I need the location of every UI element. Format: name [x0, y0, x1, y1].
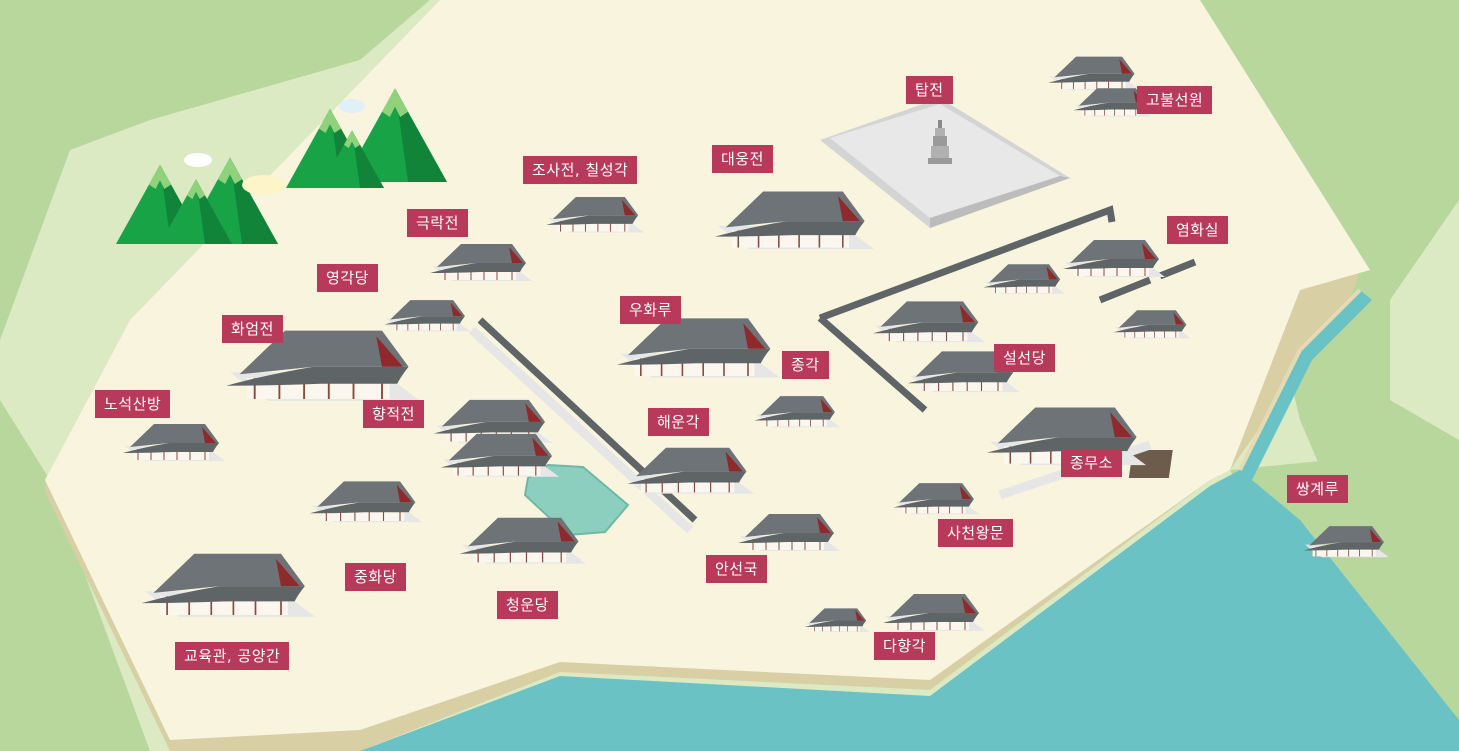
label-seolseon[interactable]: 설선당	[994, 344, 1055, 372]
label-yeonggak[interactable]: 영각당	[317, 264, 378, 292]
label-gobul[interactable]: 고불선원	[1137, 86, 1213, 114]
label-hyangjeok[interactable]: 향적전	[363, 400, 424, 428]
label-josa[interactable]: 조사전, 칠성각	[523, 156, 638, 184]
label-cheongun[interactable]: 청운당	[497, 591, 558, 619]
label-noseok[interactable]: 노석산방	[95, 390, 171, 418]
label-jonggak[interactable]: 종각	[782, 351, 829, 379]
lotus-pond	[523, 463, 630, 537]
label-geukrak[interactable]: 극락전	[407, 209, 468, 237]
pagoda-icon	[928, 120, 952, 164]
label-gyoyuk[interactable]: 교육관, 공양간	[175, 642, 290, 670]
label-haeun[interactable]: 해운각	[648, 408, 709, 436]
label-hwaeom[interactable]: 화엄전	[222, 315, 283, 343]
label-tapjeon[interactable]: 탑전	[906, 76, 953, 104]
label-daeung[interactable]: 대웅전	[712, 145, 773, 173]
label-jongmu[interactable]: 종무소	[1061, 449, 1122, 477]
label-sacheon[interactable]: 사천왕문	[938, 519, 1014, 547]
label-yeomhwa[interactable]: 염화실	[1167, 216, 1228, 244]
label-dahyang[interactable]: 다향각	[874, 632, 935, 660]
label-anseon[interactable]: 안선국	[706, 555, 767, 583]
mountains	[116, 88, 447, 244]
pagoda-courtyard	[820, 98, 1070, 228]
label-junghwa[interactable]: 중화당	[345, 563, 406, 591]
walls	[477, 205, 1197, 523]
river	[360, 288, 1459, 751]
label-uhwa[interactable]: 우화루	[620, 296, 681, 324]
label-ssanggye[interactable]: 쌍계루	[1287, 475, 1348, 503]
